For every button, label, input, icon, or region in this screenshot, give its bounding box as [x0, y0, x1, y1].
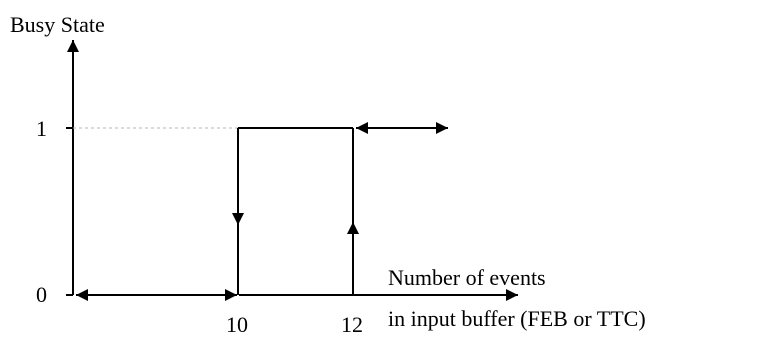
y-axis-title: Busy State: [10, 12, 105, 37]
x-axis-title-line2: in input buffer (FEB or TTC): [388, 306, 646, 331]
x-axis-title-line1: Number of events: [388, 265, 546, 290]
y-tick-label-1: 1: [36, 116, 47, 141]
y-tick-label-0: 0: [36, 282, 47, 307]
x-tick-label-12: 12: [341, 312, 363, 337]
x-tick-label-10: 10: [226, 312, 248, 337]
